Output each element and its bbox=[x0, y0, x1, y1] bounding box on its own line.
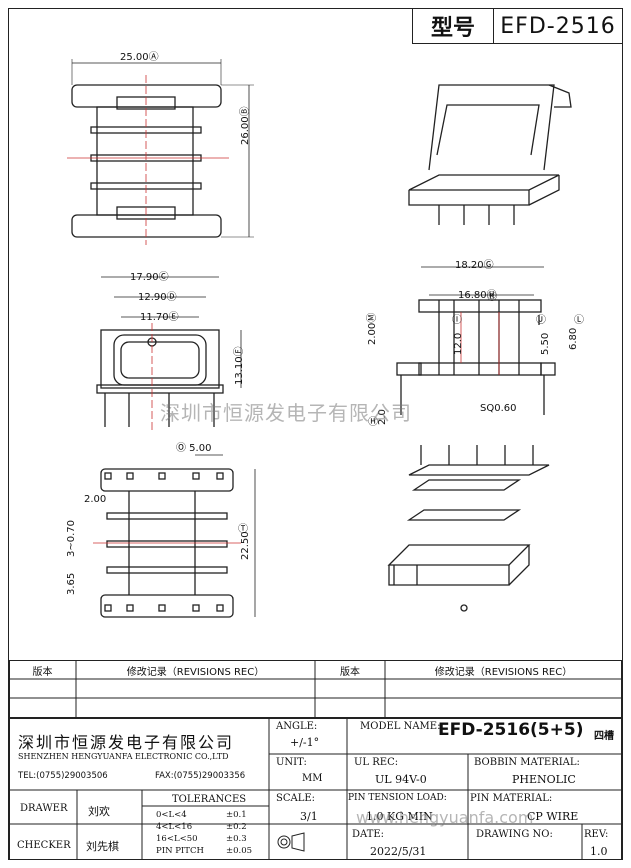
ul-label: UL REC: bbox=[354, 757, 399, 768]
rev-value: 1.0 bbox=[590, 845, 608, 858]
side-view bbox=[396, 299, 556, 415]
dim-h2: Ⓗ bbox=[368, 417, 378, 428]
tol-value-2: ±0.2 bbox=[226, 822, 247, 832]
angle-label: ANGLE: bbox=[276, 721, 318, 732]
tol-value-3: ±0.3 bbox=[226, 834, 247, 844]
angle-value: +/-1° bbox=[290, 736, 320, 749]
model-name-label: MODEL NAME: bbox=[360, 721, 441, 732]
dim-3-65: 3.65 bbox=[66, 572, 77, 595]
drawer-value: 刘欢 bbox=[88, 805, 110, 818]
bottom-view-bobbin bbox=[100, 468, 234, 618]
front-view-bobbin bbox=[96, 329, 224, 427]
dim-m: 2.00Ⓜ bbox=[367, 312, 378, 345]
model-title-box: 型号 EFD-2516 bbox=[412, 8, 623, 44]
rev-header-record-2: 修改记录（REVISIONS REC） bbox=[434, 667, 573, 678]
scale-label: SCALE: bbox=[276, 793, 316, 804]
pin-material-value: CP WIRE bbox=[527, 810, 579, 823]
company-tel: TEL:(0755)29003506 bbox=[18, 771, 108, 781]
company-fax: FAX:(0755)29003356 bbox=[155, 771, 246, 781]
date-value: 2022/5/31 bbox=[370, 845, 427, 858]
checker-value: 刘先棋 bbox=[86, 840, 119, 853]
dim-t: Ⓣ bbox=[238, 524, 248, 535]
dim-height-b: 26.00Ⓑ bbox=[240, 106, 251, 145]
dim-h: 16.80Ⓗ bbox=[458, 290, 497, 301]
pin-tension-value: 1.0 KG MIN bbox=[366, 810, 433, 823]
dim-k: Ⓚ bbox=[487, 292, 497, 303]
company-name-cn: 深圳市恒源发电子有限公司 bbox=[18, 733, 235, 752]
rev-header-record-1: 修改记录（REVISIONS REC） bbox=[126, 667, 265, 678]
dim-3-070: 3~0.70 bbox=[66, 519, 77, 557]
ul-value: UL 94V-0 bbox=[375, 773, 427, 786]
tol-range-2: 4<L<16 bbox=[156, 822, 193, 832]
tolerances-title: TOLERANCES bbox=[172, 794, 247, 805]
bobbin-material-value: PHENOLIC bbox=[512, 773, 576, 786]
date-label: DATE: bbox=[352, 829, 385, 840]
model-name-value: EFD-2516(5+5) bbox=[438, 720, 584, 740]
technical-drawing bbox=[67, 59, 572, 618]
dim-22-50: 22.50 bbox=[240, 531, 251, 560]
model-value: EFD-2516 bbox=[500, 13, 616, 39]
model-name-suffix: 四槽 bbox=[594, 731, 614, 742]
pin-tension-label: PIN TENSION LOAD: bbox=[348, 793, 447, 803]
top-view-bobbin bbox=[71, 84, 222, 238]
unit-value: MM bbox=[302, 773, 323, 784]
tol-range-3: 16<L<50 bbox=[156, 834, 198, 844]
website-watermark: www.hengyuanfa.com bbox=[356, 808, 534, 827]
dim-i: Ⓘ bbox=[452, 315, 462, 326]
dim-p: 6.80 bbox=[568, 327, 579, 350]
model-label: 型号 bbox=[413, 9, 494, 43]
pin-material-label: PIN MATERIAL: bbox=[470, 793, 553, 804]
isometric-top bbox=[408, 84, 572, 225]
scale-value: 3/1 bbox=[300, 810, 318, 823]
dim-l: Ⓛ bbox=[574, 315, 584, 326]
drawing-no-label: DRAWING NO: bbox=[476, 829, 553, 840]
checker-label: CHECKER bbox=[17, 840, 71, 851]
dim-pitch: Ⓞ 5.00 bbox=[176, 443, 212, 454]
dim-c: 17.90Ⓒ bbox=[130, 272, 169, 283]
dim-j: Ⓙ bbox=[536, 315, 546, 326]
company-watermark: 深圳市恒源发电子有限公司 bbox=[160, 401, 412, 425]
rev-header-version-1: 版本 bbox=[32, 667, 53, 678]
tol-value-4: ±0.05 bbox=[226, 846, 253, 856]
rev-header-version-2: 版本 bbox=[340, 667, 360, 678]
drawer-label: DRAWER bbox=[20, 803, 68, 814]
dim-2-00: 2.00 bbox=[84, 494, 107, 505]
title-block-lines bbox=[9, 718, 622, 860]
tol-range-4: PIN PITCH bbox=[156, 846, 204, 856]
isometric-bottom bbox=[387, 445, 550, 612]
tol-range-1: 0<L<4 bbox=[156, 810, 187, 820]
rev-label: REV: bbox=[584, 829, 609, 840]
revisions-table-lines bbox=[9, 660, 622, 718]
bobbin-material-label: BOBBIN MATERIAL: bbox=[474, 757, 580, 768]
dim-g: 18.20Ⓖ bbox=[455, 260, 494, 271]
dim-e: 11.70Ⓔ bbox=[140, 312, 179, 323]
dim-n: 12.0 bbox=[453, 332, 464, 355]
projection-symbol-icon bbox=[277, 832, 305, 852]
company-name-en: SHENZHEN HENGYUANFA ELECTRONIC CO.,LTD bbox=[18, 752, 229, 761]
unit-label: UNIT: bbox=[276, 757, 307, 768]
dim-sq: SQ0.60 bbox=[480, 403, 517, 414]
dim-d: 12.90Ⓓ bbox=[138, 292, 177, 303]
dim-width-a: 25.00Ⓐ bbox=[120, 52, 159, 63]
dim-f: 13.10Ⓕ bbox=[234, 346, 245, 385]
tol-value-1: ±0.1 bbox=[226, 810, 247, 820]
dim-o: 5.50 bbox=[540, 332, 551, 355]
